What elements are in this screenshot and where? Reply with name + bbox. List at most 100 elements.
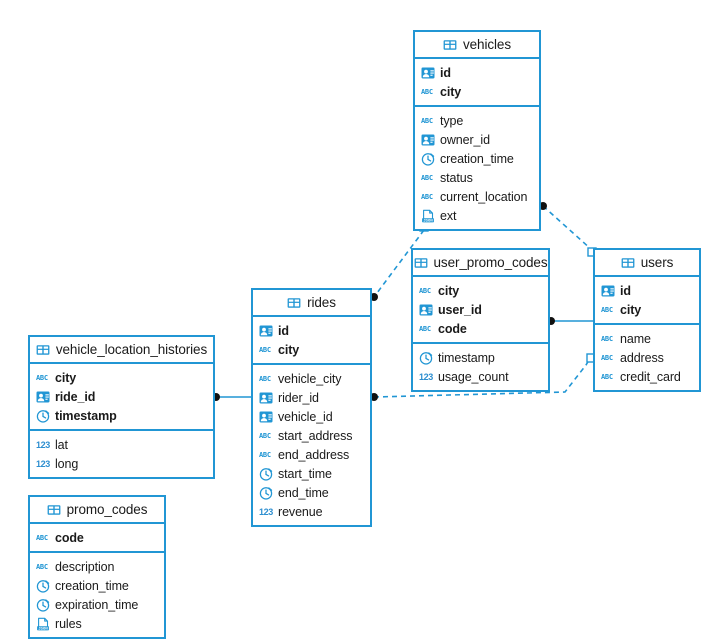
primary-key-row[interactable]: id xyxy=(253,321,370,340)
column-row[interactable]: owner_id xyxy=(415,130,539,149)
column-row[interactable]: ABC end_address xyxy=(253,445,370,464)
timestamp-clock-icon xyxy=(419,351,433,365)
column-row[interactable]: JSON rules xyxy=(30,614,164,633)
column-name: city xyxy=(620,302,642,317)
timestamp-clock-icon xyxy=(36,579,50,593)
column-name: start_time xyxy=(278,466,332,481)
primary-key-row[interactable]: ABC code xyxy=(413,319,548,338)
string-type-icon: ABC xyxy=(421,173,433,182)
column-row[interactable]: creation_time xyxy=(30,576,164,595)
column-row[interactable]: creation_time xyxy=(415,149,539,168)
table-header-promo_codes[interactable]: promo_codes xyxy=(30,497,164,524)
primary-key-row[interactable]: id xyxy=(595,281,699,300)
primary-key-row[interactable]: timestamp xyxy=(30,406,213,425)
string-type-icon: ABC xyxy=(259,431,271,440)
table-icon xyxy=(47,503,61,517)
number-type-icon: 123 xyxy=(36,439,50,450)
column-name: city xyxy=(440,84,462,99)
table-title: user_promo_codes xyxy=(433,255,548,270)
column-name: ext xyxy=(440,208,457,223)
primary-key-row[interactable]: id xyxy=(415,63,539,82)
column-row[interactable]: ABC status xyxy=(415,168,539,187)
table-icon xyxy=(36,343,50,357)
column-name: expiration_time xyxy=(55,597,139,612)
column-row[interactable]: expiration_time xyxy=(30,595,164,614)
table-header-vehicles[interactable]: vehicles xyxy=(415,32,539,59)
column-name: rules xyxy=(55,616,82,631)
table-header-user_promo_codes[interactable]: user_promo_codes xyxy=(413,250,548,277)
column-row[interactable]: timestamp xyxy=(413,348,548,367)
column-name: type xyxy=(440,113,464,128)
column-row[interactable]: vehicle_id xyxy=(253,407,370,426)
table-icon xyxy=(443,38,457,52)
column-name: ride_id xyxy=(55,389,96,404)
column-name: status xyxy=(440,170,473,185)
column-name: revenue xyxy=(278,504,323,519)
primary-key-row[interactable]: user_id xyxy=(413,300,548,319)
timestamp-clock-icon xyxy=(259,486,273,500)
string-type-icon: ABC xyxy=(419,286,431,295)
table-icon xyxy=(414,256,428,270)
table-header-vehicle_location_histories[interactable]: vehicle_location_histories xyxy=(30,337,213,364)
column-row[interactable]: rider_id xyxy=(253,388,370,407)
timestamp-clock-icon xyxy=(36,409,50,423)
timestamp-clock-icon xyxy=(259,467,273,481)
table-header-rides[interactable]: rides xyxy=(253,290,370,317)
column-row[interactable]: start_time xyxy=(253,464,370,483)
table-header-users[interactable]: users xyxy=(595,250,699,277)
column-name: city xyxy=(438,283,460,298)
column-name: city xyxy=(278,342,300,357)
column-name: end_address xyxy=(278,447,350,462)
string-type-icon: ABC xyxy=(419,324,431,333)
primary-key-row[interactable]: ride_id xyxy=(30,387,213,406)
table-icon xyxy=(621,256,635,270)
column-name: timestamp xyxy=(55,408,117,423)
key-id-icon xyxy=(259,410,273,424)
string-type-icon: ABC xyxy=(259,450,271,459)
column-row[interactable]: end_time xyxy=(253,483,370,502)
column-name: rider_id xyxy=(278,390,319,405)
column-name: id xyxy=(620,283,631,298)
timestamp-clock-icon xyxy=(421,152,435,166)
svg-text:JSON: JSON xyxy=(38,625,48,630)
number-type-icon: 123 xyxy=(259,506,273,517)
column-name: city xyxy=(55,370,77,385)
primary-key-row[interactable]: ABC city xyxy=(413,281,548,300)
string-type-icon: ABC xyxy=(421,192,433,201)
column-name: address xyxy=(620,350,664,365)
column-name: end_time xyxy=(278,485,329,500)
key-id-icon xyxy=(259,391,273,405)
key-id-icon xyxy=(601,284,615,298)
column-row[interactable]: 123 revenue xyxy=(253,502,370,521)
column-name: credit_card xyxy=(620,369,681,384)
column-name: code xyxy=(438,321,467,336)
column-name: code xyxy=(55,530,84,545)
relationship-line xyxy=(542,205,593,251)
